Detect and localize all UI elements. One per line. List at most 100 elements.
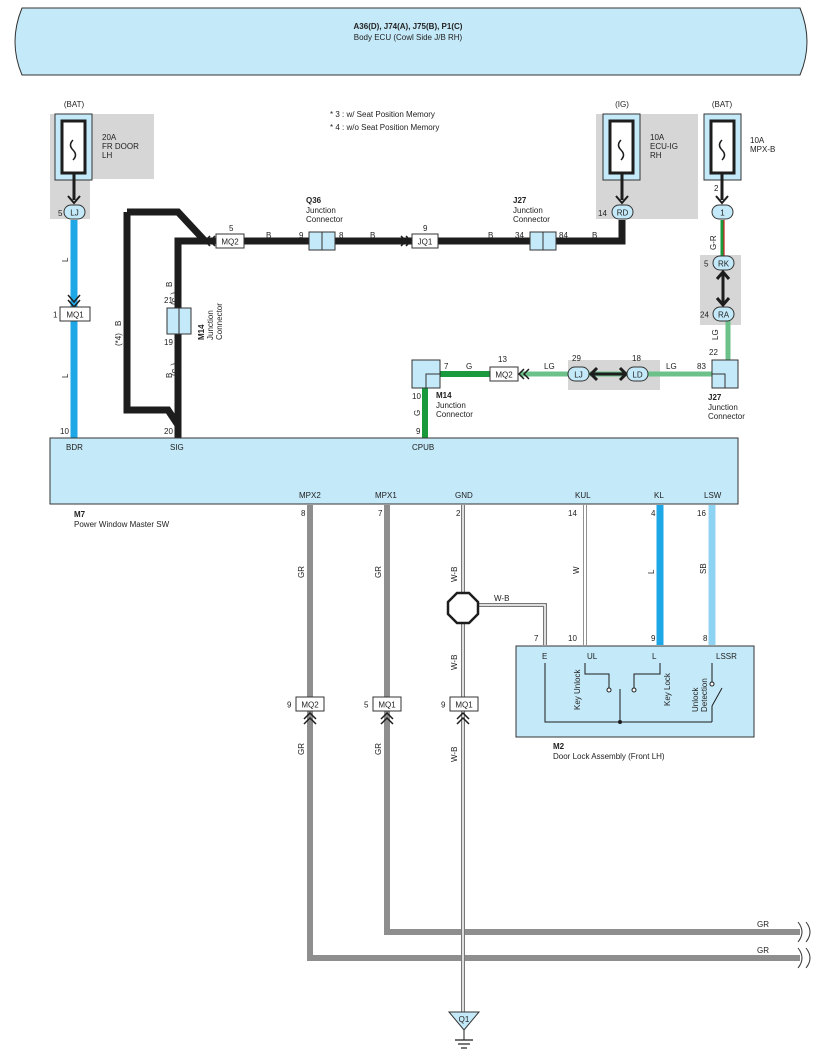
m2-term-e: E (542, 652, 547, 661)
mq2-low-label: MQ2 (301, 701, 319, 710)
q36-pin-l: 9 (299, 231, 304, 240)
m7-pin-bdr: 10 (60, 427, 69, 436)
j27-top-pin-r: 84 (559, 231, 568, 240)
mq1-left-pin: 1 (53, 311, 58, 320)
mq2-mid-label: MQ2 (495, 371, 513, 380)
wire-label-gr: G-R (709, 235, 718, 250)
ra-label: RA (718, 311, 730, 320)
wire-b-ecu-ig (610, 220, 626, 245)
ground-q1: Q1 (447, 1011, 481, 1049)
m7-id: M7 (74, 510, 86, 519)
mq1-low-pin: 5 (364, 701, 369, 710)
wire-label-l-2: L (61, 373, 70, 378)
break-mark-1 (797, 921, 811, 943)
ecu-name: Body ECU (Cowl Side J/B RH) (354, 33, 463, 42)
m2-sw-key-lock: Key Lock (663, 672, 672, 706)
rk-pin: 5 (704, 260, 709, 269)
m7-term-lsw: LSW (704, 491, 722, 500)
m2-term-l: L (652, 652, 657, 661)
m2-pin-lssr: 8 (703, 634, 708, 643)
m2-sw-key-unlock: Key Unlock (573, 669, 582, 710)
wire-label-b-m14-b: B (165, 373, 174, 378)
connector-mq2-low: MQ2 9 (287, 696, 325, 725)
wire-label-gr-5: GR (757, 920, 769, 929)
wire-label-note4: (*4) (114, 333, 123, 346)
fuse-fr-door-amp: 20A (102, 133, 117, 142)
m2-term-lssr: LSSR (716, 652, 737, 661)
mq2-mid-pin: 13 (498, 355, 507, 364)
connector-mq1-low: MQ1 5 (364, 696, 402, 725)
fuse-mpx-b-conn: 1 (720, 209, 725, 218)
fuse-mpx-b: (BAT) 10A MPX-B 2 1 (703, 100, 775, 220)
wire-label-g-1: G (466, 362, 472, 371)
m2-pin-e: 7 (534, 634, 539, 643)
wire-label-l-3: L (647, 569, 656, 574)
m7-pin-kl: 4 (651, 509, 656, 518)
fuse-ecu-ig-name1: ECU-IG (650, 142, 678, 151)
q36-line2: Connector (306, 215, 343, 224)
m14-left-line1: Junction (206, 310, 215, 340)
ground-q1-label: Q1 (459, 1015, 470, 1024)
m2-name: Door Lock Assembly (Front LH) (553, 752, 665, 761)
wire-label-gr-4: GR (374, 743, 383, 755)
m2-id: M2 (553, 742, 565, 751)
wire-label-g-2: G (413, 410, 422, 416)
rk-label: RK (718, 260, 730, 269)
connector-rk: RK 5 (704, 255, 735, 271)
wire-gr-mpx1 (384, 505, 800, 935)
connector-ra: RA 24 (700, 306, 735, 322)
m7-pin-mpx1: 7 (378, 509, 383, 518)
j27-right-line1: Junction (708, 403, 738, 412)
fuse-fr-door-name2: LH (102, 151, 112, 160)
lj-mid-label: LJ (574, 371, 582, 380)
fuse-fr-door: (BAT) 20A FR DOOR LH 5 LJ (54, 100, 139, 220)
m2-sw-det1: Unlock (691, 687, 700, 712)
m7-pin-gnd: 2 (456, 509, 461, 518)
j27-top-line2: Connector (513, 215, 550, 224)
wire-label-b-2: B (370, 231, 375, 240)
m7-power-window-master-sw: 10 BDR 20 SIG 9 CPUB MPX2 8 MPX1 7 GND 2… (49, 427, 739, 518)
m7-term-mpx2: MPX2 (299, 491, 321, 500)
m7-name: Power Window Master SW (74, 520, 170, 529)
wire-label-w: W (572, 566, 581, 574)
m14-mid-line1: Junction (436, 401, 466, 410)
m7-pin-kul: 14 (568, 509, 577, 518)
jq1-pin: 9 (423, 224, 428, 233)
q36-pin-r: 8 (339, 231, 344, 240)
m7-term-bdr: BDR (66, 443, 83, 452)
m7-pin-sig: 20 (164, 427, 173, 436)
fuse-fr-door-conn: LJ (70, 209, 78, 218)
connector-lj-ld: LJ 29 LD 18 (567, 354, 649, 382)
wire-label-b-3: B (488, 231, 493, 240)
m7-pin-lsw: 16 (697, 509, 706, 518)
fuse-ecu-ig: (IG) 10A ECU-IG RH 14 RD (598, 100, 678, 220)
wire-label-sb: SB (699, 563, 708, 574)
wire-label-gr-3: GR (297, 743, 306, 755)
m2-door-lock-assembly: 7 10 9 8 E UL L LSSR Key Unlock Key Lock… (515, 634, 755, 738)
fuse-fr-door-name1: FR DOOR (102, 142, 139, 151)
connector-mq2-top: MQ2 5 (203, 224, 245, 249)
junction-m14-left: 21 19 M14 Junction Connector (164, 296, 224, 347)
m7-term-cpub: CPUB (412, 443, 434, 452)
m14-left-pin-t: 21 (164, 296, 173, 305)
connector-jq1: JQ1 9 (400, 224, 439, 249)
wire-gr-mpx2 (307, 505, 800, 961)
mq2-top-pin: 5 (229, 224, 234, 233)
m14-left-line2: Connector (215, 303, 224, 340)
body-ecu-banner: A36(D), J74(A), J75(B), P1(C) Body ECU (… (14, 7, 808, 76)
mq2-top-label: MQ2 (221, 238, 239, 247)
break-mark-2 (797, 947, 811, 969)
m14-mid-line2: Connector (436, 410, 473, 419)
wire-wb-branch-stripe (478, 604, 546, 645)
m14-mid-pin-t: 7 (444, 362, 449, 371)
fuse-ecu-ig-name2: RH (650, 151, 662, 160)
fuse-mpx-b-pin: 2 (714, 184, 719, 193)
wire-label-gr-1: GR (297, 566, 306, 578)
wire-label-note3-b: (*3) (170, 363, 179, 376)
m14-left-pin-b: 19 (164, 338, 173, 347)
q36-id: Q36 (306, 196, 322, 205)
fuse-fr-door-supply: (BAT) (64, 100, 85, 109)
jq1-label: JQ1 (418, 238, 433, 247)
wire-label-b-1: B (266, 231, 271, 240)
wire-label-b-loop: B (114, 321, 123, 326)
